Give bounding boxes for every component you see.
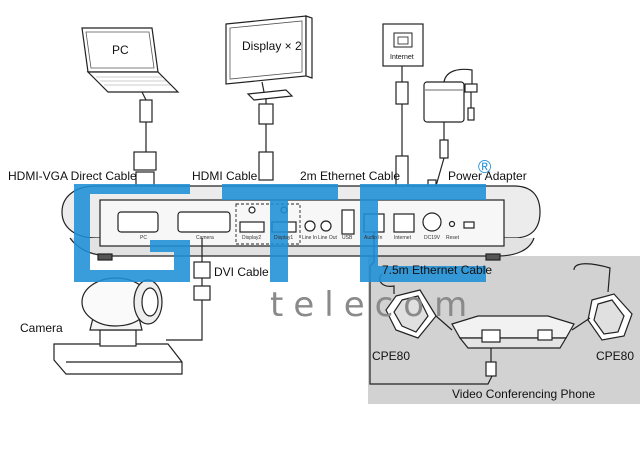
port-label-reset: Reset: [446, 235, 460, 241]
hdmi-port-display2-icon: [239, 221, 265, 233]
cpe80-left-label: CPE80: [372, 349, 411, 363]
watermark-reg-mark: ®: [478, 157, 492, 177]
dc-power-port-icon: [422, 212, 442, 232]
port-label-display2: Display2: [242, 235, 262, 241]
internet-port-icon: [393, 213, 415, 233]
display-label: Display × 2: [242, 39, 302, 53]
cpe80-right-icon: [571, 263, 633, 341]
internet-wall-jack-icon: [382, 23, 424, 67]
port-label-pc: PC: [140, 235, 147, 241]
camera-device-icon: [53, 277, 183, 375]
hdmi-cable-label: HDMI Cable: [192, 169, 258, 183]
dvi-cable: [166, 238, 211, 341]
cpe80-left-icon: [379, 273, 453, 339]
port-label-dc: DC19V: [424, 235, 441, 241]
ethernet-75m-label: 7.5m Ethernet Cable: [382, 263, 493, 277]
power-adapter-label: Power Adapter: [448, 169, 527, 183]
port-label-camera: Camera: [196, 235, 214, 241]
port-label-line-out: Line Out: [318, 235, 337, 241]
display-monitor-icon: [225, 15, 313, 101]
usb-port-icon: [341, 209, 355, 235]
dvi-cable-label: DVI Cable: [214, 265, 269, 279]
port-label-usb: USB: [342, 235, 353, 241]
vga-port-icon: [117, 211, 159, 233]
hdmi-vga-cable-label: HDMI-VGA Direct Cable: [8, 169, 137, 183]
ethernet-2m-label: 2m Ethernet Cable: [300, 169, 401, 183]
port-label-line-in: Line In: [302, 235, 318, 241]
dvi-port-icon: [177, 211, 231, 233]
port-label-display1: Display1: [274, 235, 294, 241]
vcp-label: Video Conferencing Phone: [452, 387, 596, 401]
camera-label: Camera: [20, 321, 63, 335]
video-conferencing-phone-icon: [451, 315, 575, 349]
port-label-audio-in: Audio In: [364, 235, 383, 241]
gtc-telecom-watermark: [74, 184, 486, 282]
cables-top: [133, 66, 409, 193]
line-out-jack-icon: [320, 220, 332, 232]
pc-laptop-icon: [81, 27, 180, 93]
internet-label: Internet: [390, 54, 414, 61]
reset-button-icon: [448, 220, 456, 228]
pc-label: PC: [112, 43, 129, 57]
line-in-jack-icon: [304, 220, 316, 232]
cpe80-right-label: CPE80: [596, 349, 635, 363]
main-unit: [61, 185, 541, 261]
port-label-internet: Internet: [394, 235, 411, 241]
watermark-telecom: telecom: [270, 285, 478, 325]
